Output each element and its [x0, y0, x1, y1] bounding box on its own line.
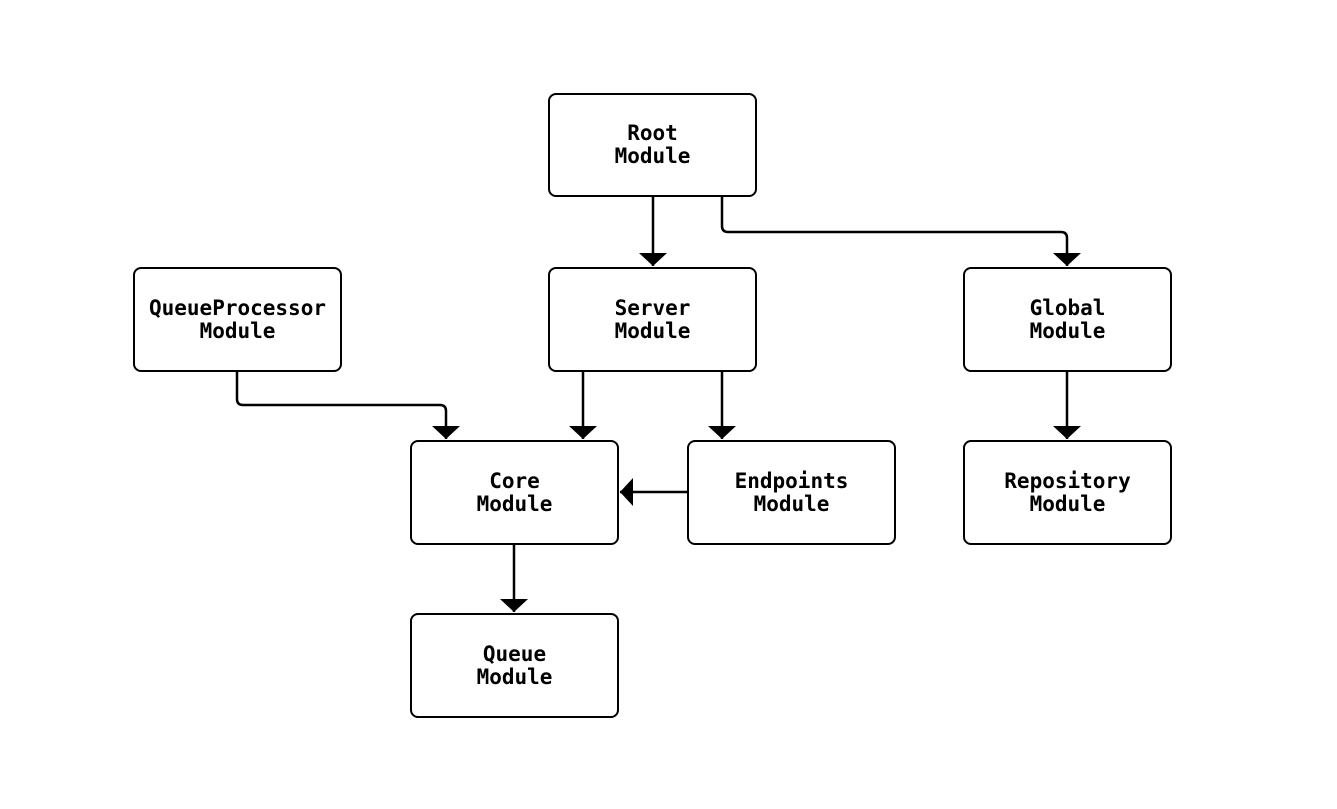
node-endpoints-module: Endpoints Module [687, 440, 896, 545]
node-core-module: Core Module [410, 440, 619, 545]
edge-queueprocessor-to-core [235, 372, 460, 439]
node-global-module: Global Module [963, 267, 1172, 372]
node-server-module: Server Module [548, 267, 757, 372]
edge-root-to-global [720, 197, 1081, 266]
node-queue-module: Queue Module [410, 613, 619, 718]
node-queueprocessor-module: QueueProcessor Module [133, 267, 342, 372]
node-root-module: Root Module [548, 93, 757, 197]
node-repository-module: Repository Module [963, 440, 1172, 545]
